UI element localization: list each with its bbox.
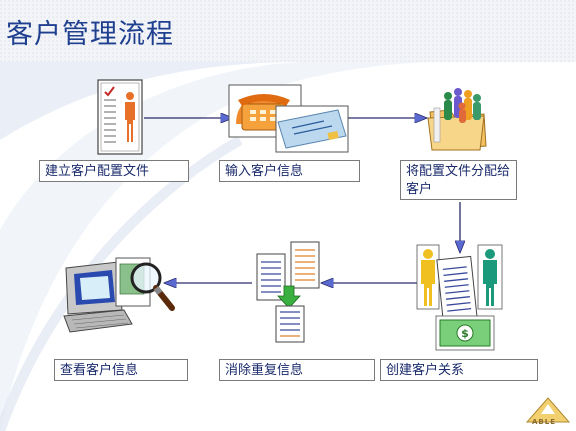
profile-document-icon [97,79,143,155]
svg-text:$: $ [461,327,469,340]
page-title: 客户管理流程 [6,19,174,50]
step-label-view-info: 查看客户信息 [54,359,188,381]
logo-text: ABLE [532,418,556,426]
step-label-create-profile: 建立客户配置文件 [39,160,189,182]
computer-magnifier-icon [63,257,175,333]
duplicate-documents-icon [256,241,320,343]
step-label-enter-info: 输入客户信息 [219,160,360,182]
able-logo [525,397,571,423]
phone-and-card-icon [228,84,349,153]
step-label-remove-duplicates: 消除重复信息 [219,359,375,381]
people-money-icon: $ [416,244,503,351]
folder-people-icon [427,88,487,151]
step-label-create-relationship: 创建客户关系 [380,359,538,381]
step-label-assign-profile: 将配置文件分配给客户 [400,160,517,200]
